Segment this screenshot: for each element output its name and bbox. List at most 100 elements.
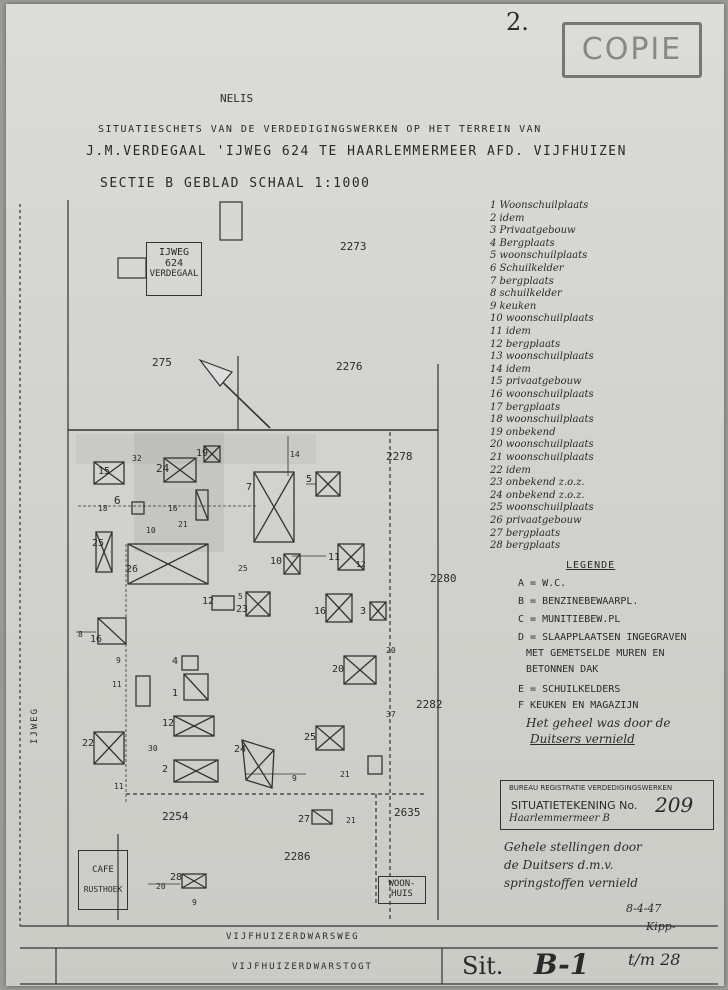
parcel-label: 2280 — [430, 572, 457, 585]
dim-label: 10 — [146, 526, 156, 535]
bunker-21 — [173, 715, 215, 737]
bunker-number: 15 — [98, 466, 111, 477]
dim-label: 8 — [78, 630, 83, 639]
bunker-22 — [93, 731, 125, 765]
bunker-7 — [195, 489, 209, 521]
site-plan-drawing — [19, 200, 718, 985]
road-label-dwarsweg: VIJFHUIZERDWARSWEG — [226, 932, 360, 942]
dim-label: 11 — [112, 680, 122, 689]
dim-label: 20 — [156, 882, 166, 891]
bunker-number: 3 — [360, 606, 367, 617]
bunker-11 — [337, 543, 365, 571]
building-list-item: 15 privaatgebouw — [490, 376, 582, 388]
legende-note: Het geheel was door de — [526, 716, 671, 730]
bunker-10 — [283, 553, 301, 575]
bunker-20 — [343, 655, 377, 685]
building-list-item: 17 bergplaats — [490, 401, 561, 413]
dim-label: 37 — [386, 710, 396, 719]
building-list-item: 1 Woonschuilplaats — [490, 200, 589, 211]
building-list-item: 22 idem — [490, 464, 531, 476]
bunker-18 — [135, 675, 151, 707]
bunker-number: 16 — [90, 634, 103, 645]
bunker-2 — [163, 457, 197, 483]
legende-item: BETONNEN DAK — [526, 664, 599, 675]
bunker-4 — [253, 471, 295, 543]
bunker-9 — [127, 543, 209, 585]
building-list-item: 28 bergplaats — [490, 540, 561, 552]
building-list-item: 11 idem — [490, 326, 531, 337]
parcel-label: 2276 — [336, 360, 363, 373]
bunker-24 — [241, 739, 275, 789]
dim-label: 9 — [292, 774, 297, 783]
bunker-28 — [181, 873, 207, 889]
dim-label: 32 — [132, 454, 142, 463]
sit-range: t/m 28 — [628, 950, 681, 969]
bunker-number: 25 — [304, 732, 317, 743]
building-list-item: 5 woonschuilplaats — [490, 250, 588, 262]
building-list-item: 26 privaatgebouw — [490, 515, 582, 526]
bunker-number: 26 — [126, 564, 139, 575]
building-list-item: 25 woonschuilplaats — [490, 502, 594, 514]
bunker-number: 28 — [170, 872, 183, 883]
bunker-number: 16 — [314, 606, 327, 617]
building-list-item: 19 onbekend — [490, 426, 556, 438]
bunker-3 — [203, 445, 221, 463]
dim-label: 14 — [290, 450, 300, 459]
handnote-date: 8-4-47 — [626, 902, 662, 915]
road-label-dwarstogt: VIJFHUIZERDWARSTOGT — [232, 962, 373, 972]
legende-item: A = W.C. — [518, 578, 567, 589]
bunker-19 — [183, 673, 209, 701]
dim-label: 21 — [346, 816, 356, 825]
bunker-12 — [211, 595, 235, 611]
legende-item: D = SLAAPPLAATSEN INGEGRAVEN — [518, 632, 687, 643]
building-list-item: 4 Bergplaats — [490, 237, 555, 249]
title-line-1: SITUATIESCHETS VAN DE VERDEDIGINGSWERKEN… — [98, 124, 542, 135]
dim-label: 6 — [114, 494, 121, 507]
bunker-23 — [173, 759, 219, 783]
title-block: BUREAU REGISTRATIE VERDEDIGINGSWERKEN SI… — [500, 780, 714, 830]
page-number: 2. — [506, 8, 529, 36]
dim-label: 30 — [148, 744, 158, 753]
dim-label: 20 — [386, 646, 396, 655]
bunker-number: 19 — [196, 448, 209, 459]
dim-label: 25 — [238, 564, 248, 573]
sit-code: B-1 — [534, 948, 590, 981]
author-name: NELIS — [220, 92, 254, 105]
dim-label: 16 — [168, 504, 178, 513]
building-list-item: 27 bergplaats — [490, 527, 561, 539]
bunker-1 — [93, 461, 125, 485]
building-list-item: 3 Privaatgebouw — [490, 225, 576, 237]
building-list-item: 14 idem — [490, 363, 531, 375]
handnote-line: de Duitsers d.m.v. — [504, 858, 614, 872]
building-list-item: 10 woonschuilplaats — [490, 313, 594, 325]
building-list-item: 8 schuilkelder — [490, 288, 562, 300]
dim-label: 21 — [340, 770, 350, 779]
document-sheet: 2. COPIE NELIS SITUATIESCHETS VAN DE VER… — [6, 4, 724, 986]
copie-stamp: COPIE — [562, 22, 702, 78]
situatie-place: Haarlemmermeer B — [509, 813, 610, 824]
parcel-label: 2286 — [284, 850, 311, 863]
bunker-15 — [369, 601, 387, 621]
bunker-16 — [97, 617, 127, 645]
bunker-25 — [315, 725, 345, 751]
bunker-number: 2 — [162, 764, 169, 775]
bunker-number: 11 — [328, 552, 341, 563]
bunker-14 — [325, 593, 353, 623]
bunker-8 — [95, 531, 113, 573]
bunker-number: 27 — [298, 814, 311, 825]
parcel-label: 2278 — [386, 450, 413, 463]
dim-label: 9 — [192, 898, 197, 907]
bunker-17 — [181, 655, 199, 671]
bunker-27 — [311, 809, 333, 825]
building-list-item: 6 Schuilkelder — [490, 263, 564, 274]
bunker-26 — [367, 755, 383, 775]
bunker-number: 1 — [172, 688, 179, 699]
handnote-signature: Kipp- — [646, 920, 676, 933]
title-line-2: J.M.VERDEGAAL 'IJWEG 624 TE HAARLEMMERME… — [86, 144, 627, 159]
legende-item: C = MUNITIEBEW.PL — [518, 614, 621, 625]
bunker-number: 7 — [246, 482, 253, 493]
legende-item: MET GEMETSELDE MUREN EN — [526, 648, 665, 659]
bunker-number: 23 — [236, 604, 249, 615]
sit-prefix: Sit. — [462, 952, 504, 980]
